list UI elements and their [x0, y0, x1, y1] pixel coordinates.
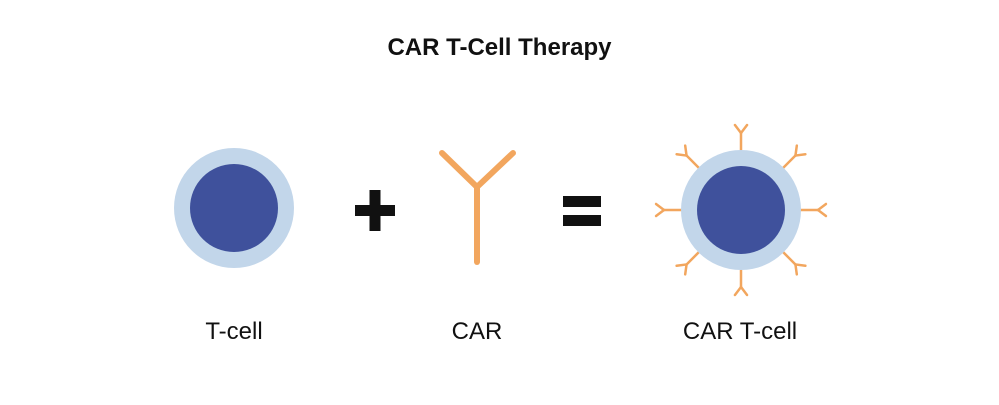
mini-receptor-icon: [675, 144, 700, 169]
t-cell-label: T-cell: [205, 318, 263, 345]
mini-receptor-icon: [733, 123, 749, 152]
mini-receptor-icon: [782, 144, 807, 169]
t-cell-icon: [174, 148, 294, 268]
mini-receptor-icon: [733, 268, 749, 297]
car-t-cell-label: CAR T-cell: [682, 318, 798, 345]
equals-icon: [563, 196, 601, 226]
mini-receptor-icon: [799, 202, 828, 218]
receptor-group: [654, 123, 828, 297]
plus-icon: [355, 190, 395, 231]
mini-receptor-icon: [675, 251, 700, 276]
car-t-cell-icon: [654, 123, 828, 297]
mini-receptor-icon: [654, 202, 683, 218]
car-receptor-icon: [439, 150, 516, 265]
page-title: CAR T-Cell Therapy: [387, 34, 612, 61]
car-label: CAR: [451, 318, 503, 345]
mini-receptor-icon: [782, 251, 807, 276]
